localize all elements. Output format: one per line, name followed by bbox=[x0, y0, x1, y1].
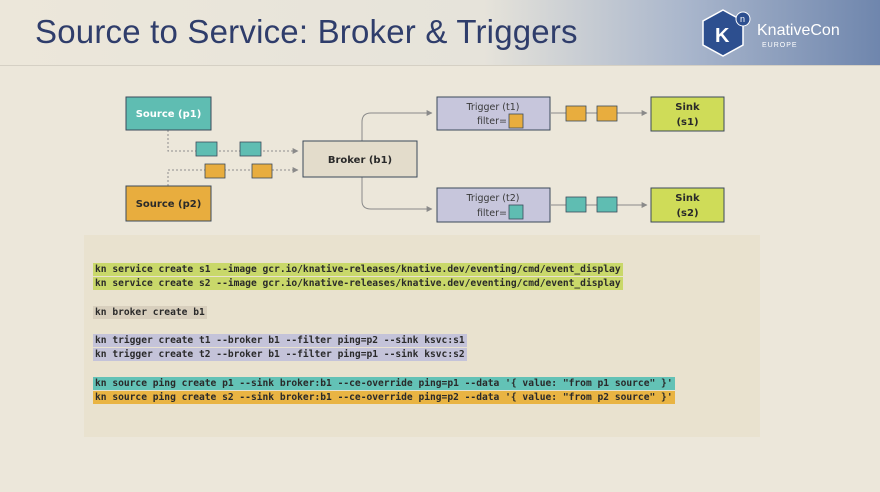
event-p1 bbox=[239, 141, 262, 157]
event-p1 bbox=[565, 196, 587, 213]
source-p2-node bbox=[125, 185, 212, 222]
trigger-t1-filter-event bbox=[508, 113, 524, 129]
event-p2 bbox=[596, 105, 618, 122]
trigger-t1-node bbox=[436, 96, 551, 131]
event-p2 bbox=[251, 163, 273, 179]
edge-p1-broker bbox=[167, 130, 299, 154]
code-trigger-t1: kn trigger create t1 --broker b1 --filte… bbox=[93, 334, 467, 347]
sink-s1-id: (s1) bbox=[676, 117, 698, 128]
broker-trigger-diagram: Source (p1) Source (p2) Broker (b1) Trig… bbox=[125, 96, 725, 223]
trigger-t2-filter: filter= bbox=[477, 208, 507, 219]
broker-node bbox=[302, 140, 418, 178]
trigger-t2-name: Trigger (t2) bbox=[466, 193, 520, 204]
event-p2 bbox=[565, 105, 587, 122]
code-source-p1: kn source ping create p1 --sink broker:b… bbox=[93, 377, 675, 390]
slide-title: Source to Service: Broker & Triggers bbox=[35, 13, 578, 50]
logo-superscript: n bbox=[740, 14, 745, 24]
code-service-s1: kn service create s1 --image gcr.io/knat… bbox=[93, 263, 623, 276]
source-p1-node bbox=[125, 96, 212, 131]
source-p1-label: Source (p1) bbox=[136, 109, 202, 120]
event-p1 bbox=[195, 141, 218, 157]
logo-subtitle: EUROPE bbox=[762, 42, 798, 49]
sink-s1-name: Sink bbox=[675, 102, 700, 113]
edge-broker-t2 bbox=[361, 177, 433, 212]
sink-s2-node bbox=[650, 187, 725, 223]
event-p1 bbox=[596, 196, 618, 213]
edge-broker-t1 bbox=[361, 110, 433, 141]
code-broker: kn broker create b1 bbox=[93, 306, 207, 319]
sink-s2-name: Sink bbox=[675, 193, 700, 204]
sink-s1-node bbox=[650, 96, 725, 132]
edge-p2-broker bbox=[167, 167, 299, 186]
slide-header: Source to Service: Broker & Triggers K n… bbox=[0, 0, 880, 66]
logo-letter: K bbox=[715, 25, 730, 47]
logo-text: KnativeCon bbox=[757, 22, 840, 39]
source-p2-label: Source (p2) bbox=[136, 199, 202, 210]
trigger-t1-filter: filter= bbox=[477, 116, 507, 127]
code-source-p2: kn source ping create s2 --sink broker:b… bbox=[93, 391, 675, 404]
code-service-s2: kn service create s2 --image gcr.io/knat… bbox=[93, 277, 623, 290]
knativecon-logo-icon: K n bbox=[702, 9, 751, 57]
code-trigger-t2: kn trigger create t2 --broker b1 --filte… bbox=[93, 348, 467, 361]
sink-s2-id: (s2) bbox=[676, 208, 698, 219]
trigger-t2-node bbox=[436, 187, 551, 223]
event-p2 bbox=[204, 163, 226, 179]
trigger-t1-name: Trigger (t1) bbox=[466, 102, 520, 113]
trigger-t2-filter-event bbox=[508, 204, 524, 220]
broker-label: Broker (b1) bbox=[328, 155, 392, 166]
